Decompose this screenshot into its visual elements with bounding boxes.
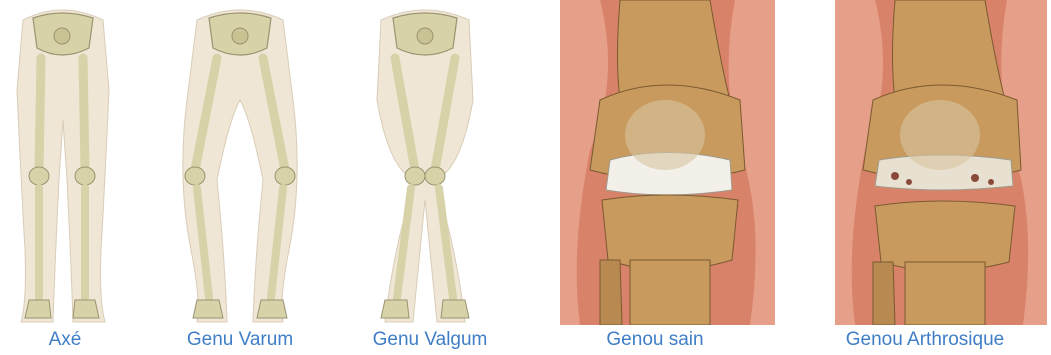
- legs-panel-axe: [5, 0, 120, 325]
- bowlegs-illustration: [165, 0, 315, 325]
- caption-varum: Genu Varum: [160, 328, 320, 352]
- healthy-knee-illustration: [560, 0, 775, 325]
- knee-panel-arthritic: [835, 0, 1047, 325]
- arthritic-knee-illustration: [835, 0, 1047, 325]
- normal-legs-illustration: [5, 0, 120, 325]
- caption-arthrosique: Genou Arthrosique: [820, 328, 1030, 352]
- caption-valgum: Genu Valgum: [350, 328, 510, 352]
- knock-knees-illustration: [365, 0, 485, 325]
- knee-panel-healthy: [560, 0, 775, 325]
- caption-axe: Axé: [20, 328, 110, 352]
- legs-panel-valgum: [365, 0, 485, 325]
- caption-sain: Genou sain: [580, 328, 730, 352]
- legs-panel-varum: [165, 0, 315, 325]
